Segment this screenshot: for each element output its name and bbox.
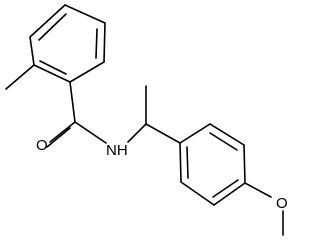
bond-carbonyl-to-n	[74, 121, 107, 144]
bond-ring1-inner-3	[39, 60, 67, 75]
atom-labels: O NH O	[36, 137, 288, 212]
bond-ring2-inner-3	[186, 146, 189, 179]
atom-label-ether-oxygen: O	[276, 195, 288, 212]
bond-ring1-a	[29, 4, 66, 38]
bond-ring1-b	[64, 4, 106, 24]
bond-ring2-e	[180, 181, 215, 206]
bond-ring2-c	[243, 144, 246, 184]
bond-methyl	[5, 64, 35, 90]
chemical-structure: O NH O	[5, 4, 288, 236]
bond-ring1-inner-2	[95, 28, 98, 59]
bond-ring2-f	[179, 142, 182, 183]
atom-label-carbonyl-oxygen: O	[36, 137, 48, 154]
bonds	[5, 4, 284, 236]
bond-ring2-b	[209, 123, 245, 146]
bond-ring2-d	[213, 182, 246, 206]
bond-ring-to-carbonyl	[69, 81, 76, 123]
bond-n-to-ch	[127, 123, 147, 143]
bond-ring2-inner-2	[212, 179, 239, 198]
bond-carbonyl-double-1	[49, 121, 76, 143]
bond-ring2-inner-1	[209, 132, 238, 151]
bond-ch-to-ring2	[145, 123, 181, 144]
bond-ring1-c	[103, 22, 106, 63]
bond-ring2-a	[179, 123, 211, 144]
atom-label-amide-nitrogen: NH	[106, 142, 128, 159]
bond-ring1-inner-1	[38, 13, 67, 41]
bond-ring1-f	[29, 36, 35, 66]
bond-ring1-e	[33, 64, 71, 83]
bond-carbonyl-double-2	[46, 127, 71, 148]
bond-ring2-to-oxygen	[244, 182, 272, 198]
bond-ring1-d	[69, 61, 105, 83]
